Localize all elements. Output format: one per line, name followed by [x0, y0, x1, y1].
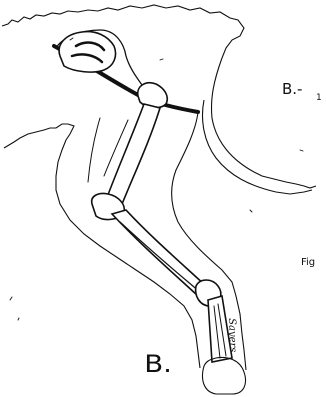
ilium-bone: [59, 32, 115, 72]
artist-signature: Sayers: [226, 318, 237, 353]
back-fur-outline: [2, 5, 244, 58]
figure-label-side-cut: 1: [316, 94, 322, 103]
fur-strokes: [10, 38, 303, 320]
tibia-bone: [112, 210, 206, 296]
tail-outline: [203, 58, 317, 194]
figure-label-main: B.: [144, 352, 172, 376]
femur-head: [138, 83, 168, 108]
leg-front-fur-outline: [4, 124, 200, 368]
figure-caption-fragment: Fig: [301, 258, 315, 268]
paw-outline: [203, 358, 246, 394]
figure-label-side: B.-: [282, 82, 302, 97]
femur-bone: [106, 104, 160, 204]
